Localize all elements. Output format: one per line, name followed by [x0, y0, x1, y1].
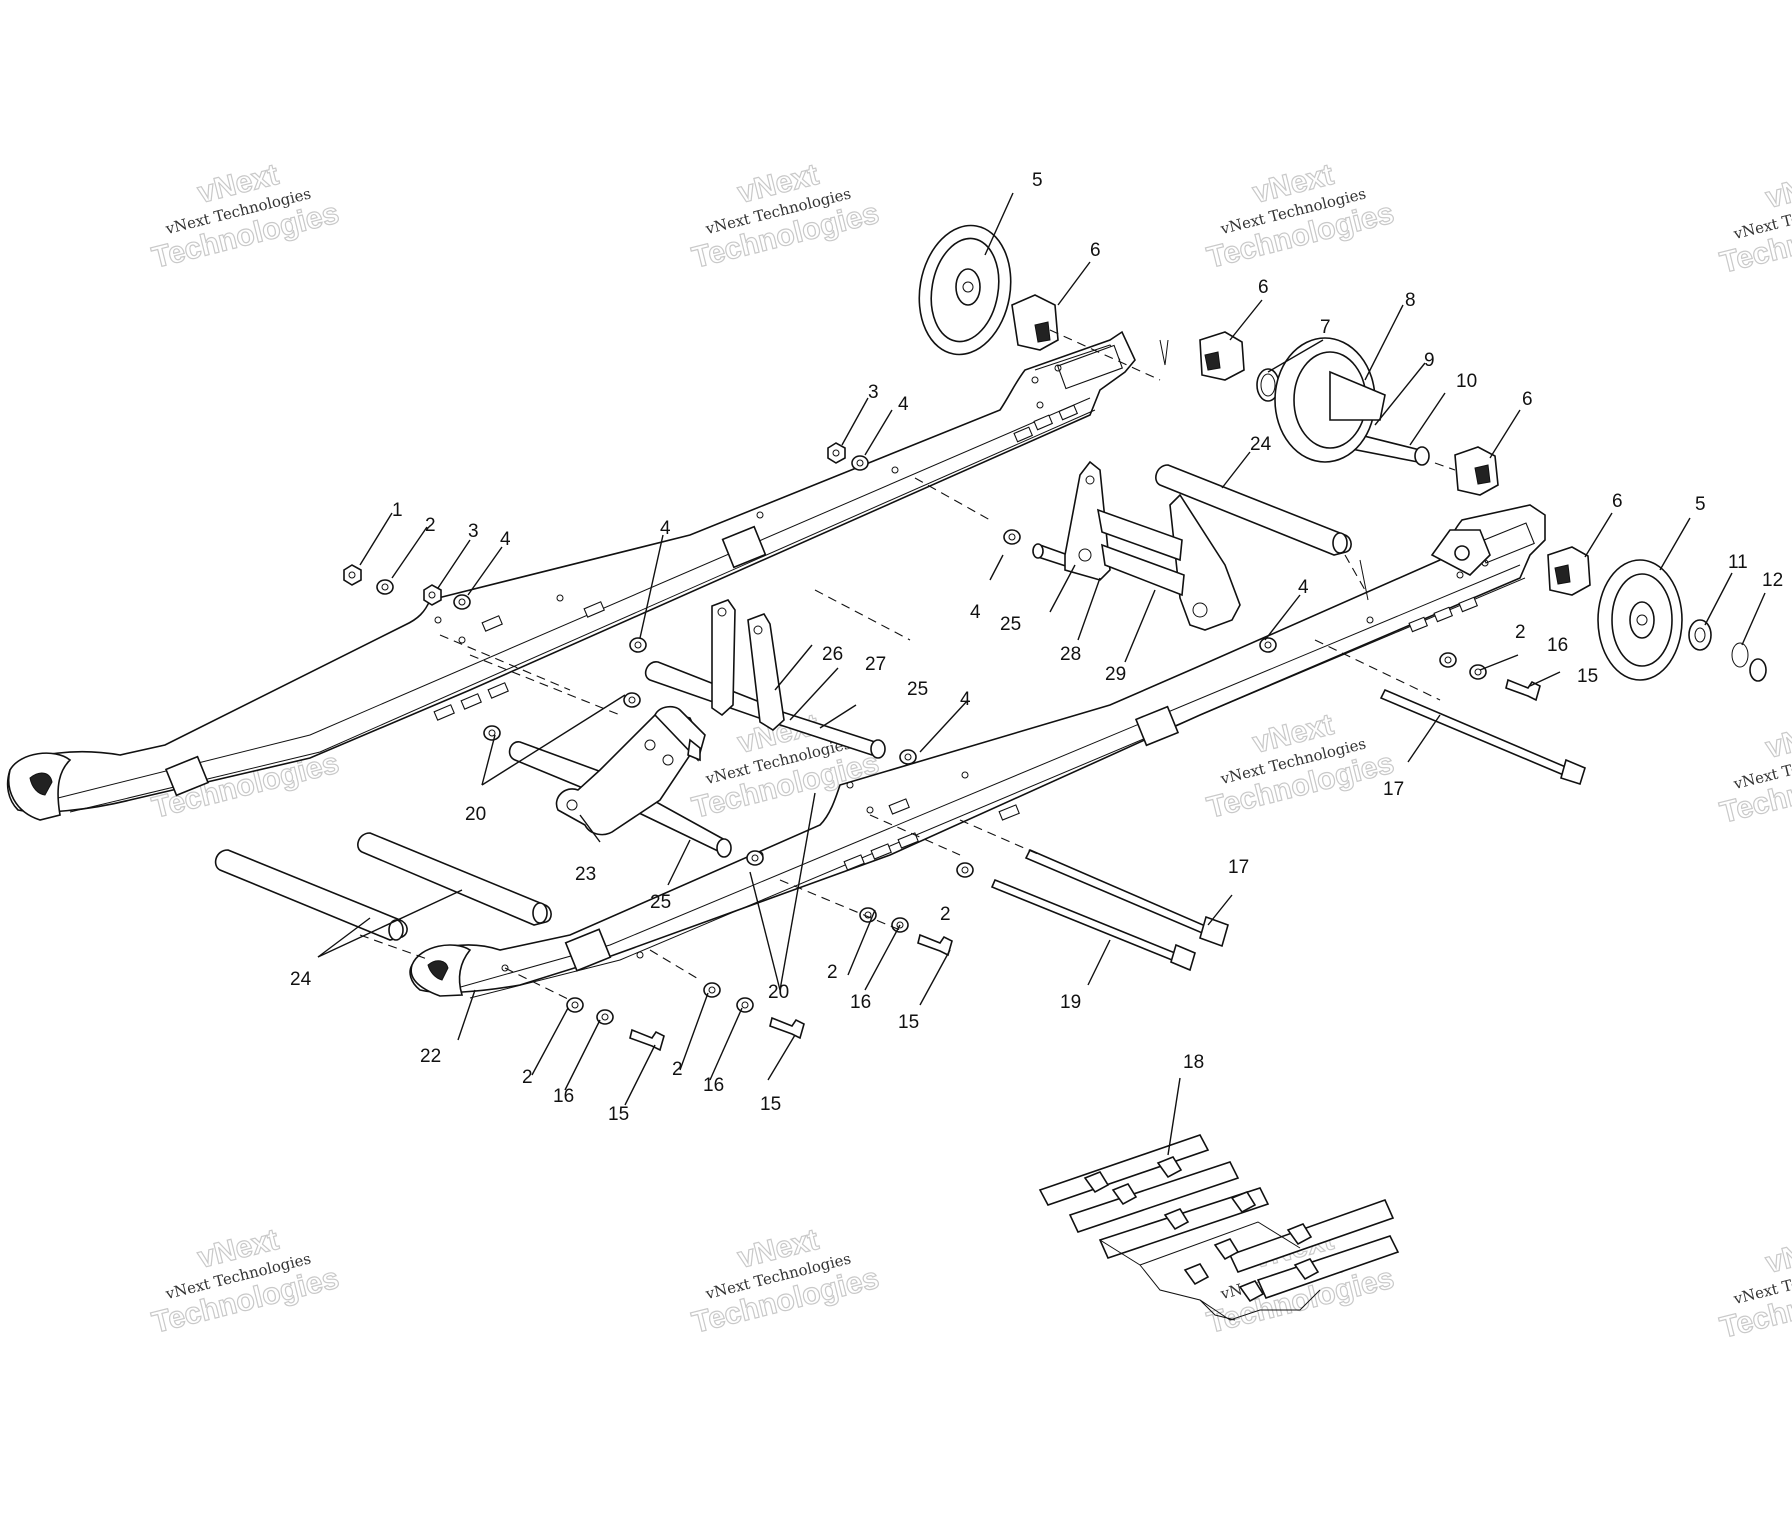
- callout-26: 27: [865, 654, 886, 675]
- callout-3: 3: [868, 382, 879, 403]
- callout-4: 4: [1298, 577, 1309, 598]
- assembly-lines: [359, 329, 1456, 1001]
- callout-7: 7: [1320, 317, 1331, 338]
- callout-24: 25: [650, 892, 671, 913]
- watermark: vNext vNext Technologies Technologies: [148, 1222, 343, 1340]
- watermark-text: vNext: [1762, 1228, 1792, 1280]
- callout-12: 12: [1762, 570, 1783, 591]
- callout-22: 24: [1250, 434, 1272, 455]
- callout-27: 25: [1000, 614, 1021, 635]
- callout-17: 17: [1228, 857, 1249, 878]
- callout-29: 29: [1105, 664, 1126, 685]
- callout-20: 20: [465, 804, 486, 825]
- callout-18: 18: [1183, 1052, 1204, 1073]
- callout-23: 23: [575, 864, 596, 885]
- callout-8: 8: [1405, 290, 1416, 311]
- callout-6: 6: [1090, 240, 1101, 261]
- callout-2: 2: [940, 904, 951, 925]
- callout-5: 5: [1032, 170, 1043, 191]
- watermark-text: vNext: [1762, 713, 1792, 765]
- callout-16: 16: [1547, 635, 1568, 656]
- callout-9: 9: [1424, 350, 1435, 371]
- callout-labels: 5 6 6 7 8 9 10 6 6 5 11 12 24 3 4 1 2 3 …: [290, 170, 1783, 1125]
- watermark: vNext vNext Technologies Technologies: [688, 157, 883, 275]
- rear-rail: [6, 330, 1136, 821]
- watermark: vNext vNext Technologies Technologies: [688, 1222, 883, 1340]
- callout-16: 16: [553, 1086, 574, 1107]
- callout-1: 1: [392, 500, 403, 521]
- callout-25: 26: [822, 644, 843, 665]
- watermark: vNext vNext Technologies Technologies: [1203, 707, 1398, 825]
- callout-2: 2: [1515, 622, 1526, 643]
- callout-10: 10: [1456, 371, 1477, 392]
- callout-3: 3: [468, 521, 479, 542]
- callout-16: 16: [703, 1075, 724, 1096]
- rods: [214, 419, 1586, 972]
- callout-4: 4: [970, 602, 981, 623]
- track: [1038, 1134, 1400, 1321]
- callout-19: 19: [1060, 992, 1081, 1013]
- callout-2: 2: [672, 1059, 683, 1080]
- callout-6: 6: [1258, 277, 1269, 298]
- brackets: [555, 460, 1241, 836]
- callout-15: 15: [898, 1012, 919, 1033]
- callout-2: 2: [827, 962, 838, 983]
- callout-2: 2: [425, 515, 436, 536]
- wheels: [918, 224, 1767, 682]
- watermark-text: vNext: [1762, 163, 1792, 215]
- callout-15: 15: [1577, 666, 1598, 687]
- watermark: vNext vNext Technologies Technologies: [1203, 157, 1398, 275]
- callout-21: 22: [420, 1046, 441, 1067]
- callout-16: 16: [850, 992, 871, 1013]
- callout-15: 15: [760, 1094, 781, 1115]
- callout-11: 11: [1728, 552, 1748, 573]
- callout-15: 15: [608, 1104, 629, 1125]
- callout-4: 4: [960, 689, 971, 710]
- callout-2: 2: [522, 1067, 533, 1088]
- callout-28: 28: [1060, 644, 1081, 665]
- callout-22: 24: [290, 969, 312, 990]
- callout-20: 20: [768, 982, 789, 1003]
- callout-4: 4: [660, 518, 671, 539]
- watermark: vNext vNext Technologies Technologies: [1716, 712, 1792, 830]
- watermark: vNext vNext Technologies Technologies: [148, 157, 343, 275]
- callout-5: 5: [1695, 494, 1706, 515]
- callout-17: 17: [1383, 779, 1404, 800]
- watermark: vNext vNext Technologies Technologies: [1716, 1227, 1792, 1345]
- callout-4: 4: [898, 394, 909, 415]
- callout-6: 6: [1522, 389, 1533, 410]
- leader-lines: [317, 192, 1766, 1156]
- callout-27: 25: [907, 679, 928, 700]
- front-rail: [409, 504, 1546, 999]
- callout-6: 6: [1612, 491, 1623, 512]
- watermark: vNext vNext Technologies Technologies: [1716, 162, 1792, 280]
- callout-4: 4: [500, 529, 511, 550]
